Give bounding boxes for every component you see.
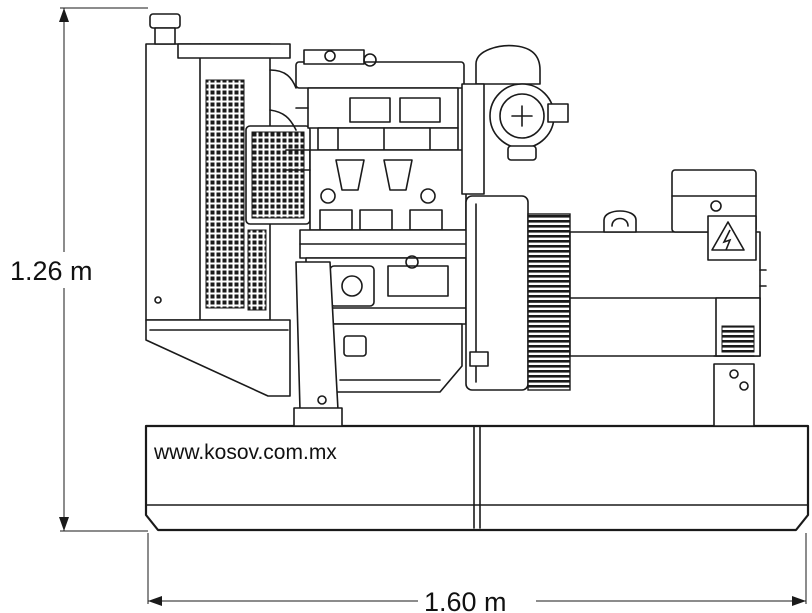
width-dimension-label: 1.60 m [424,587,507,613]
radiator [145,13,291,397]
height-dimension: 1.26 m [8,7,148,532]
generator-fan-guard [527,213,571,391]
width-dimension: 1.60 m [147,533,807,613]
generator [569,169,767,427]
engine [269,49,469,427]
flywheel-housing [465,195,529,391]
base-frame: www.kosov.com.mx [144,424,810,532]
height-dimension-label: 1.26 m [10,256,93,286]
air-filter [245,125,311,225]
charging-alternator [461,44,569,195]
website-label: www.kosov.com.mx [153,441,337,464]
high-voltage-warning-icon [711,221,745,251]
